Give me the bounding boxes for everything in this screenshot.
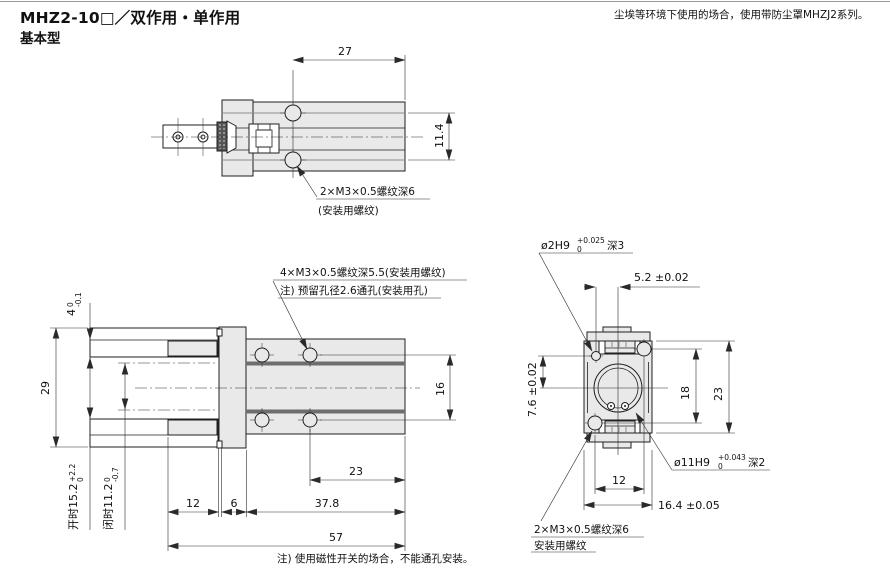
bottom-note: 注) 使用磁性开关的场合，不能通孔安装。 — [277, 553, 474, 565]
phi11-depth: 深2 — [748, 457, 765, 469]
top-thread-label: 2×M3×0.5螺纹深6 — [320, 185, 415, 198]
dim-7-6: 7.6 ±0.02 — [526, 362, 539, 417]
dim-12-front: 12 — [186, 497, 200, 510]
end-view-flange-bottom — [586, 432, 651, 443]
front-view-jaw-top — [167, 340, 218, 357]
end-view-m3-hole-2 — [587, 415, 603, 431]
dim-57: 57 — [329, 531, 343, 544]
front-view-jaw-bottom — [167, 419, 218, 436]
dim-16-4: 16.4 ±0.05 — [658, 499, 720, 512]
dim-open-tol-top: +2.2 — [68, 464, 77, 482]
front-view: 4×M3×0.5螺纹深5.5(安装用螺纹) 注) 预留孔径2.6通孔(安装用孔)… — [39, 266, 467, 551]
dim-closed-tol-top: 0 — [103, 477, 112, 482]
page-subtitle: 基本型 — [20, 31, 61, 47]
dim-23-front: 23 — [349, 465, 363, 478]
end-view-jaw-bottom — [604, 420, 636, 434]
dim-6: 6 — [231, 497, 238, 510]
front-view-plate — [218, 326, 247, 449]
front-thread-label: 4×M3×0.5螺纹深5.5(安装用螺纹) — [280, 266, 446, 279]
dim-closed: 闭时11.2 — [102, 484, 115, 531]
top-view-knurl — [216, 121, 228, 152]
end-view-tab-top — [602, 326, 632, 333]
end-view-jaw-top — [604, 340, 636, 354]
dim-16: 16 — [434, 382, 447, 396]
top-rule — [0, 1, 890, 2]
end-thread-label: 2×M3×0.5螺纹深6 — [534, 523, 629, 536]
end-view-m3-hole-1 — [636, 341, 652, 357]
top-thread-sub: (安装用螺纹) — [318, 204, 379, 217]
dim-open: 开时15.2 — [67, 484, 80, 531]
phi11-tol-top: +0.043 — [718, 453, 746, 462]
phi2-tol-bot: 0 — [577, 245, 582, 254]
label-phi2: ø2H9 — [541, 239, 570, 252]
dim-4-group: 4 0 -0.1 — [65, 292, 83, 316]
dim-11-4: 11.4 — [433, 124, 446, 149]
phi11-tol-bot: 0 — [718, 462, 723, 471]
phi2-depth: 深3 — [607, 240, 624, 252]
label-phi11: ø11H9 — [674, 456, 710, 469]
dim-open-tol-bot: 0 — [76, 477, 85, 482]
end-thread-sub: 安装用螺纹 — [534, 539, 587, 552]
end-view-flange-top — [586, 331, 651, 342]
dim-18: 18 — [679, 386, 692, 400]
front-view-holes — [250, 343, 322, 432]
dim-12-end: 12 — [612, 474, 626, 487]
dim-open-group: 开时15.2 +2.2 0 — [67, 464, 85, 530]
end-view-tab-bottom — [602, 441, 632, 449]
page-title: MHZ2-10□／双作用・单作用 — [20, 9, 241, 27]
end-view: 5.2 ±0.02 ø2H9 +0.025 0 深3 7.6 ±0.02 18 … — [526, 236, 770, 553]
top-view-finger-bar — [162, 124, 218, 149]
dim-closed-group: 闭时11.2 0 -0.7 — [102, 467, 120, 530]
dim-closed-tol-bot: -0.7 — [111, 467, 120, 482]
dim-4: 4 — [65, 309, 78, 316]
dim-4-tol-bot: -0.1 — [74, 292, 83, 307]
dim-4-tol-top: 0 — [66, 302, 75, 307]
top-view-mount-hole-1 — [284, 104, 302, 122]
top-view: 27 11.4 2×M3×0.5螺纹深6 (安装用螺纹) — [151, 45, 455, 217]
dim-23-end: 23 — [712, 387, 725, 401]
phi2-tol-top: +0.025 — [577, 236, 605, 245]
dust-cover-note: 尘埃等环境下使用的场合，使用带防尘罩MHZJ2系列。 — [614, 9, 869, 21]
dim-29: 29 — [39, 381, 52, 395]
dim-27: 27 — [338, 45, 352, 58]
end-view-hole-phi2 — [591, 351, 601, 361]
dim-5-2: 5.2 ±0.02 — [634, 271, 689, 284]
dim-37-8: 37.8 — [315, 497, 340, 510]
top-view-mount-hole-2 — [284, 151, 302, 169]
front-hole-label: 注) 预留孔径2.6通孔(安装用孔) — [280, 284, 428, 297]
top-view-cross-slot — [248, 123, 280, 154]
